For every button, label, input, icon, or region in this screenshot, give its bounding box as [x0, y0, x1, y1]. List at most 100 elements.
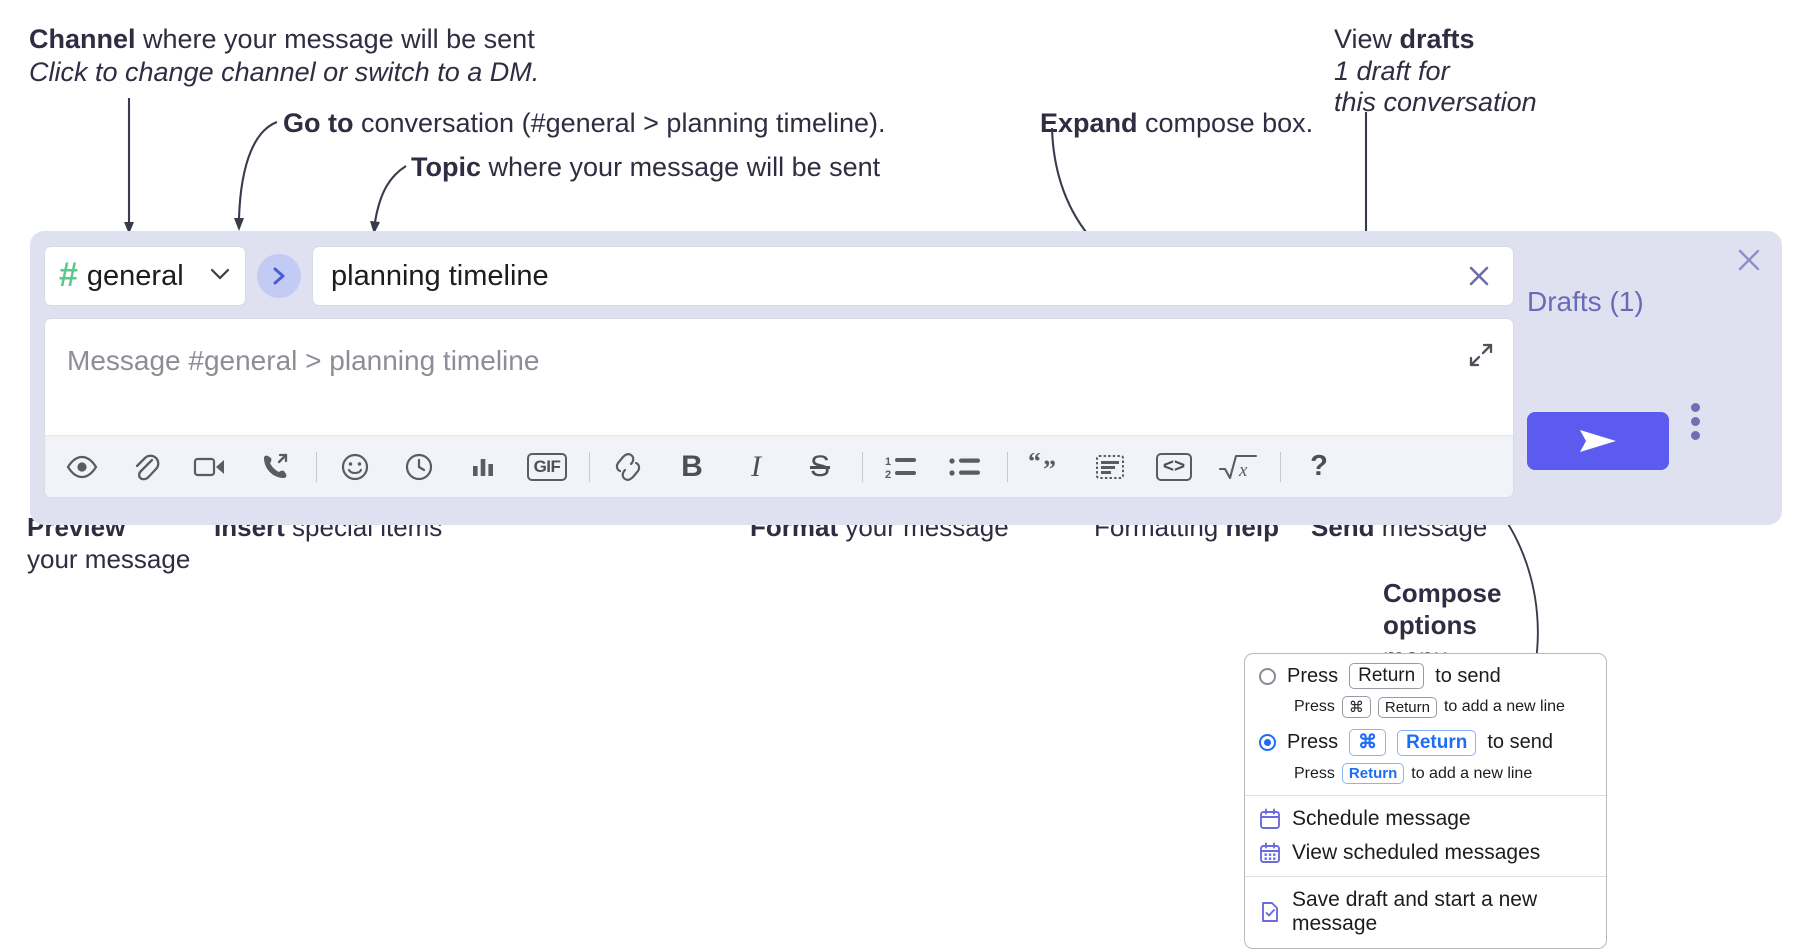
chevron-down-icon — [209, 267, 231, 286]
opt2-post: to send — [1487, 731, 1553, 753]
annotation-channel: Channel where your message will be sent — [29, 22, 535, 57]
annotation-channel-italic: Click to change channel or switch to a D… — [29, 57, 540, 87]
annotation-goto-bold: Go to — [283, 108, 354, 138]
menu-divider-1 — [1245, 795, 1606, 796]
sqrt-x-glyph: x — [1218, 454, 1258, 481]
help-icon[interactable]: ? — [1296, 444, 1342, 490]
draft-check-icon — [1259, 901, 1281, 923]
annotation-drafts-bold: drafts — [1399, 24, 1475, 54]
smiley-glyph — [341, 453, 369, 480]
latex-icon[interactable]: x — [1215, 444, 1261, 490]
opt1-sub-key2: Return — [1377, 696, 1437, 718]
clear-topic-glyph — [1469, 266, 1489, 286]
expand-icon[interactable] — [1467, 341, 1495, 374]
opt2-key1: ⌘ — [1349, 729, 1387, 756]
annotation-drafts-line3: this conversation — [1334, 87, 1537, 117]
send-button[interactable] — [1527, 412, 1669, 470]
bullets-glyph — [949, 457, 980, 476]
radio-return[interactable] — [1259, 667, 1276, 685]
compose-options-menu: Press Return to send Press ⌘ Return to a… — [1244, 653, 1607, 949]
drafts-link[interactable]: Drafts (1) — [1527, 286, 1644, 317]
annotation-compose-options: Compose — [1383, 577, 1501, 610]
bold-icon[interactable]: B — [669, 444, 715, 490]
inline-code-icon[interactable]: <> — [1151, 444, 1197, 490]
emoji-icon[interactable] — [332, 444, 378, 490]
annotation-channel-rest: where your message will be sent — [135, 24, 535, 54]
channel-select[interactable]: # general — [44, 246, 246, 306]
send-option-return-sub: Press ⌘ Return to add a new line — [1294, 696, 1592, 718]
attachment-icon[interactable] — [123, 444, 169, 490]
menu-item-view-scheduled[interactable]: View scheduled messages — [1245, 839, 1606, 876]
bold-label: B — [681, 449, 703, 483]
blockquote-icon[interactable]: “ ” — [1023, 444, 1069, 490]
toolbar-divider — [316, 451, 317, 482]
menu-item-save-draft-label: Save draft and start a new message — [1292, 888, 1538, 935]
menu-item-schedule-message[interactable]: Schedule message — [1245, 796, 1606, 839]
compose-options-button[interactable] — [1691, 403, 1700, 440]
reminder-icon[interactable] — [396, 444, 442, 490]
svg-text:1: 1 — [885, 456, 891, 468]
opt1-key: Return — [1349, 663, 1425, 689]
strike-label: S — [809, 449, 830, 483]
annotation-drafts: View drafts — [1334, 22, 1475, 57]
opt2-sub-key: Return — [1341, 763, 1405, 784]
topic-input[interactable]: planning timeline — [312, 246, 1514, 306]
send-option-return-main: Press Return to send — [1259, 663, 1592, 689]
annotation-expand-bold: Expand — [1040, 108, 1138, 138]
svg-text:”: ” — [1043, 455, 1056, 481]
huddle-icon[interactable] — [251, 444, 297, 490]
opt1-post: to send — [1435, 664, 1501, 687]
link-icon[interactable] — [605, 444, 651, 490]
expand-glyph — [1469, 343, 1493, 367]
send-option-cmd-return-sub: Press Return to add a new line — [1294, 763, 1592, 784]
svg-text:2: 2 — [885, 469, 891, 481]
quote-glyph: “ ” — [1029, 453, 1056, 481]
hash-icon: # — [59, 255, 78, 294]
italic-icon[interactable]: I — [733, 444, 779, 490]
clear-topic-icon[interactable] — [1463, 260, 1495, 292]
menu-item-save-draft[interactable]: Save draft and start a new message — [1245, 877, 1606, 948]
toolbar-divider-3 — [862, 451, 863, 482]
composer-header-row: # general planning timeline — [44, 245, 1514, 307]
bulleted-list-icon[interactable] — [942, 444, 988, 490]
annotation-goto: Go to conversation (#general > planning … — [283, 106, 886, 141]
topic-value: planning timeline — [331, 259, 549, 292]
annotation-compose-options-b2: options — [1383, 610, 1477, 640]
strikethrough-icon[interactable]: S — [797, 444, 843, 490]
kebab-dot-1 — [1691, 403, 1700, 412]
gif-icon[interactable]: GIF — [524, 444, 570, 490]
opt2-pre: Press — [1287, 731, 1339, 753]
annotation-drafts-l3: this conversation — [1334, 85, 1537, 120]
opt2-sub-pre: Press — [1294, 764, 1335, 782]
kebab-dot-3 — [1691, 431, 1700, 440]
close-icon[interactable] — [1732, 243, 1766, 277]
toolbar-divider-4 — [1007, 451, 1008, 482]
formatting-toolbar: GIF B I S 1 2 — [45, 435, 1513, 497]
close-glyph — [1738, 249, 1760, 271]
send-option-cmd-return[interactable]: Press ⌘ Return to send Press Return to a… — [1245, 729, 1606, 795]
draft-check-glyph — [1262, 902, 1278, 922]
compose-panel: # general planning timeline — [30, 231, 1782, 525]
channel-name: general — [86, 259, 184, 292]
poll-icon[interactable] — [460, 444, 506, 490]
calendar-icon — [1259, 808, 1281, 830]
radio-cmd-return[interactable] — [1259, 734, 1276, 751]
ordered-list-glyph: 1 2 — [885, 456, 916, 481]
ordered-list-icon[interactable]: 1 2 — [878, 444, 924, 490]
message-input-box[interactable]: Message #general > planning timeline — [44, 318, 1514, 498]
svg-text:“: “ — [1029, 453, 1041, 476]
opt1-sub-pre: Press — [1294, 698, 1335, 715]
opt1-sub-post: to add a new line — [1443, 698, 1565, 715]
link-glyph — [615, 452, 641, 481]
annotation-expand-rest: compose box. — [1137, 108, 1314, 138]
code-block-icon[interactable] — [1087, 444, 1133, 490]
send-option-cmd-return-main: Press ⌘ Return to send — [1259, 729, 1592, 756]
goto-conversation-button[interactable] — [257, 254, 301, 298]
bars-glyph — [473, 458, 493, 476]
send-icon — [1580, 430, 1616, 452]
annotation-compose-options-l2: options — [1383, 609, 1477, 642]
preview-icon[interactable] — [59, 444, 105, 490]
send-option-return[interactable]: Press Return to send Press ⌘ Return to a… — [1245, 654, 1606, 729]
opt2-sub-post: to add a new line — [1411, 764, 1533, 782]
video-icon[interactable] — [187, 444, 233, 490]
